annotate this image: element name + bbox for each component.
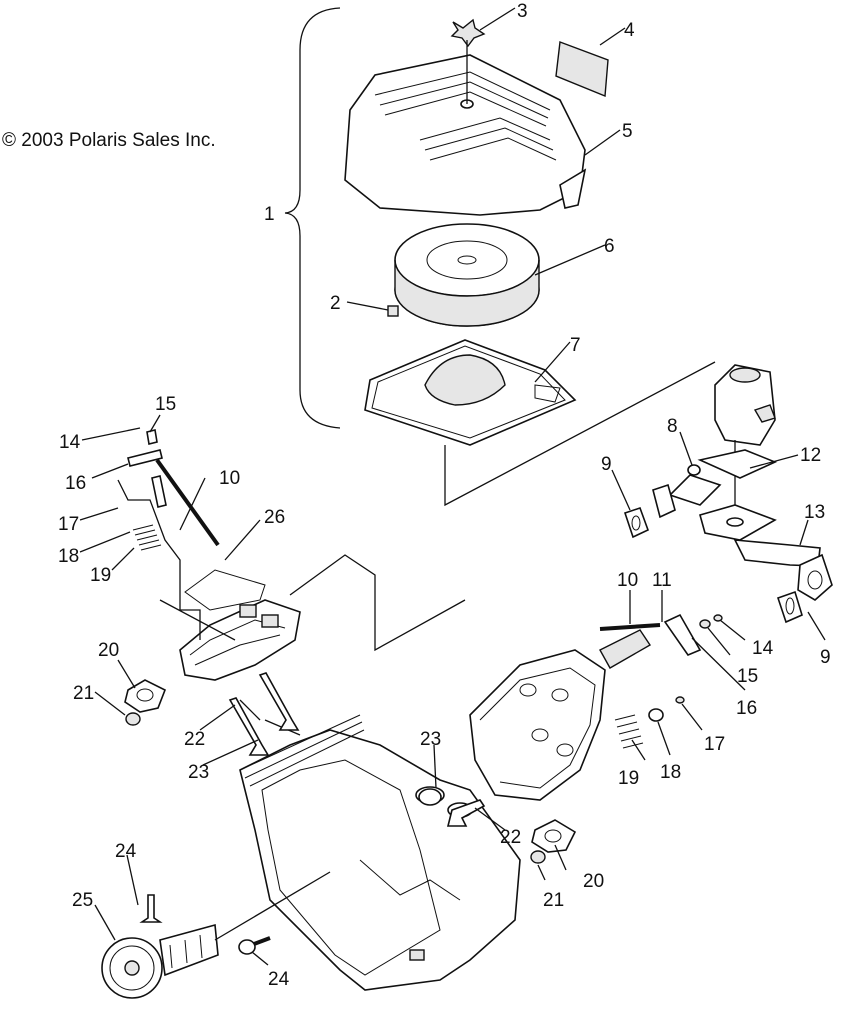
callout-17-right: 17 <box>704 734 725 755</box>
callout-18-left: 18 <box>58 546 79 567</box>
callout-22-right: 22 <box>500 827 521 848</box>
callout-20-left: 20 <box>98 640 119 661</box>
leader-assembly <box>444 361 716 507</box>
callout-2: 2 <box>330 293 341 314</box>
callout-24-upper: 24 <box>115 841 137 862</box>
pushrod-right <box>599 623 661 631</box>
callout-21-right: 21 <box>543 890 564 911</box>
decal <box>555 41 609 98</box>
assembly-bracket <box>284 7 341 429</box>
callout-19-right: 19 <box>618 768 639 789</box>
exhaust-valve-left <box>258 672 300 731</box>
cylinder-head-right <box>469 629 651 801</box>
copyright-notice: © 2003 Polaris Sales Inc. <box>2 130 216 151</box>
exhaust-nut-left <box>125 712 141 726</box>
callout-16-right: 16 <box>736 698 757 719</box>
callout-15-left: 15 <box>155 394 176 415</box>
callout-7: 7 <box>570 335 581 356</box>
exhaust-valve-right <box>446 799 486 827</box>
callout-13: 13 <box>804 502 825 523</box>
callout-16-left: 16 <box>65 473 86 494</box>
cam-pin-lower <box>238 936 271 955</box>
valve-lock-right <box>699 619 711 629</box>
leader-lines <box>79 7 826 966</box>
camshaft-gear <box>101 871 331 999</box>
callout-15-right: 15 <box>737 666 758 687</box>
intake-valve-left <box>228 697 270 756</box>
callout-10-left: 10 <box>219 468 240 489</box>
manifold-gasket-right <box>776 590 803 624</box>
filter-nut <box>387 305 399 317</box>
callout-10-right: 10 <box>617 570 638 591</box>
wing-nut <box>450 18 486 104</box>
valve-lock-left <box>146 429 158 445</box>
leader-left-stack <box>117 479 301 736</box>
callout-1: 1 <box>264 204 275 225</box>
leader-left-head <box>289 554 466 652</box>
valve-retainer-right <box>675 696 685 704</box>
rocker-arm-left <box>127 449 163 467</box>
exhaust-gasket-left <box>124 679 167 713</box>
callout-21-left: 21 <box>73 683 94 704</box>
intake-valve-right <box>418 788 442 806</box>
exhaust-nut-right <box>530 850 546 864</box>
callout-5: 5 <box>622 121 633 142</box>
callout-24-lower: 24 <box>268 969 290 990</box>
callout-23-left: 23 <box>188 762 209 783</box>
rocker-nut-right <box>713 614 723 622</box>
callout-11: 11 <box>652 570 672 591</box>
carburetor <box>714 364 776 525</box>
callout-14-right: 14 <box>752 638 774 659</box>
valve-spring-right <box>614 714 644 749</box>
callout-23-right: 23 <box>420 729 441 750</box>
rocker-arm-right <box>663 613 702 656</box>
exhaust-gasket-right <box>531 819 577 853</box>
callout-12: 12 <box>800 445 821 466</box>
callout-25: 25 <box>72 890 93 911</box>
callout-9-left: 9 <box>601 454 612 475</box>
callout-17-left: 17 <box>58 514 79 535</box>
callout-9-right: 9 <box>820 647 831 668</box>
callout-18-right: 18 <box>660 762 681 783</box>
callout-20-right: 20 <box>583 871 604 892</box>
callout-22-left: 22 <box>184 729 205 750</box>
callout-19-left: 19 <box>90 565 111 586</box>
valve-retainer-left <box>151 475 167 508</box>
air-cleaner-cover <box>344 54 587 216</box>
carb-washer <box>687 464 701 476</box>
head-gasket <box>184 569 266 611</box>
pushrod-left <box>155 458 220 547</box>
callout-8: 8 <box>667 416 678 437</box>
air-filter-element <box>394 223 540 327</box>
callout-6: 6 <box>604 236 615 257</box>
manifold-gasket-left <box>623 483 676 539</box>
callout-26: 26 <box>264 507 285 528</box>
cam-pin-upper <box>139 894 163 923</box>
callout-14-left: 14 <box>59 432 81 453</box>
air-box-base <box>364 339 577 446</box>
intake-manifold <box>668 449 833 601</box>
callout-4: 4 <box>624 20 635 41</box>
spring-seat-right <box>648 708 664 722</box>
valve-spring-left <box>132 524 162 551</box>
callout-3: 3 <box>517 1 528 22</box>
cylinder-head-left <box>179 599 301 681</box>
